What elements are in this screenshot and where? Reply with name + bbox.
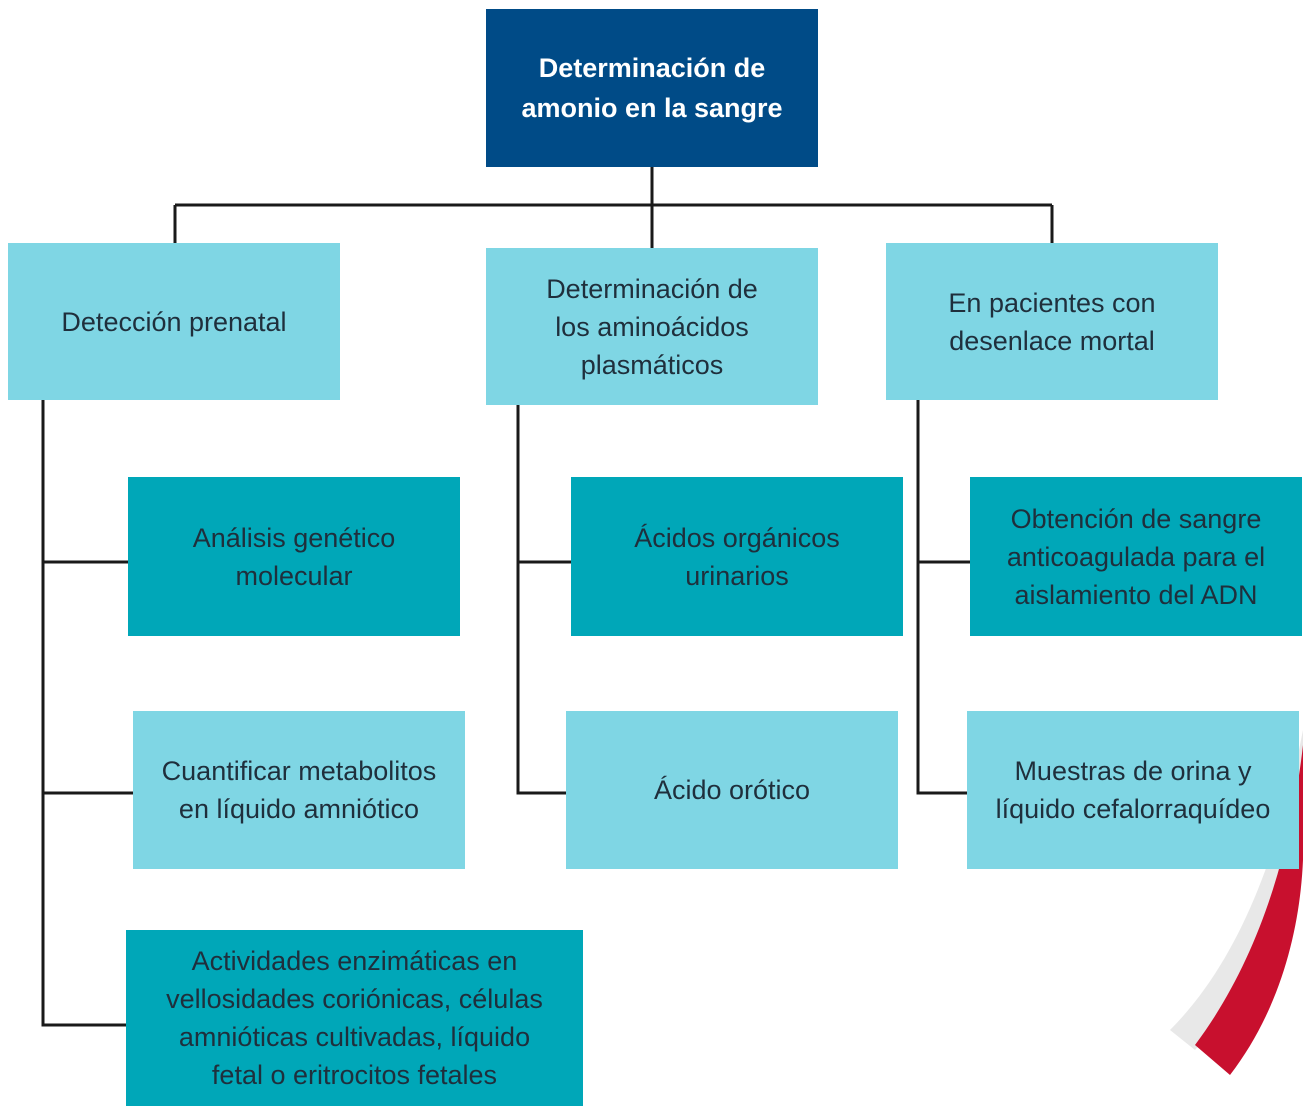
spine-line-3: [916, 400, 967, 795]
item-node-organic-acids: Ácidos orgánicos urinarios: [571, 477, 903, 636]
root-node: Determinación de amonio en la sangre: [486, 9, 818, 167]
category-node-mortal: En pacientes con desenlace mortal: [886, 243, 1218, 400]
category-node-prenatal: Detección prenatal: [8, 243, 340, 400]
item-node-blood-dna: Obtención de sangre anticoagulada para e…: [970, 477, 1302, 636]
root-node-label: Determinación de amonio en la sangre: [521, 53, 783, 123]
item-node-metabolites: Cuantificar metabolitos en líquido amnió…: [133, 711, 465, 869]
item-node-genetic: Análisis genético molecular: [128, 477, 460, 636]
item-node-label: Actividades enzimáticas en vellosidades …: [166, 946, 543, 1090]
item-node-label: Ácido orótico: [653, 775, 811, 805]
spine-line-1: [41, 400, 128, 1027]
item-node-label: Muestras de orina y líquido cefalorraquí…: [995, 756, 1271, 824]
item-node-enzymatic: Actividades enzimáticas en vellosidades …: [126, 930, 583, 1106]
category-node-label: En pacientes con desenlace mortal: [948, 287, 1156, 356]
item-node-label: Obtención de sangre anticoagulada para e…: [1006, 503, 1266, 610]
item-node-label: Ácidos orgánicos urinarios: [634, 522, 840, 591]
item-node-label: Cuantificar metabolitos en líquido amnió…: [161, 756, 437, 824]
spine-line-2: [516, 405, 566, 795]
category-node-label: Determinación de los aminoácidos plasmát…: [546, 273, 758, 380]
category-node-label: Detección prenatal: [61, 306, 287, 337]
item-node-orotic-acid: Ácido orótico: [566, 711, 898, 869]
item-node-label: Análisis genético molecular: [192, 522, 396, 591]
item-node-urine-csf: Muestras de orina y líquido cefalorraquí…: [967, 711, 1299, 869]
category-node-aminoacids: Determinación de los aminoácidos plasmát…: [486, 248, 818, 405]
decorative-ribbon: [1195, 745, 1303, 1075]
